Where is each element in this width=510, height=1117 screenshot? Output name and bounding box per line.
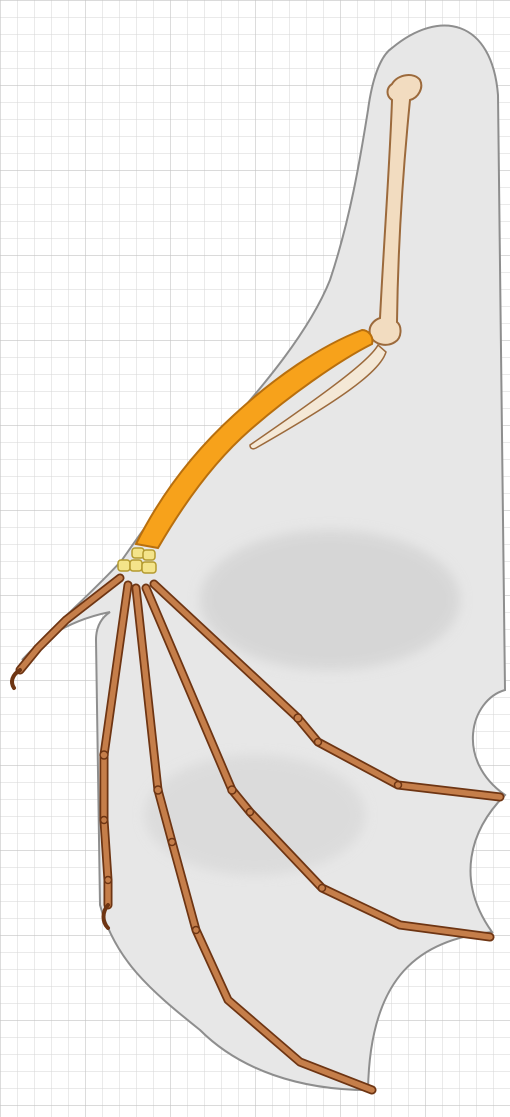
membrane-shade-upper <box>200 530 460 670</box>
